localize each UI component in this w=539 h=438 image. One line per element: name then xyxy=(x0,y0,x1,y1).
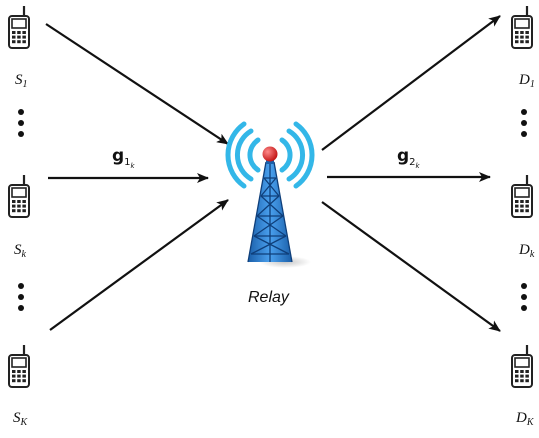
arrow-relay-to-destination-1 xyxy=(321,15,501,151)
source-K-label: SK xyxy=(13,410,29,428)
destination-k-label: Dk xyxy=(518,242,535,260)
arrow-relay-to-destination-K xyxy=(321,201,501,332)
destination-K-label: DK xyxy=(515,410,535,428)
relay-tower-icon xyxy=(225,121,315,268)
relay-label: Relay xyxy=(248,289,290,306)
destination-1-label: D1 xyxy=(518,72,535,90)
mobile-phone-icon xyxy=(7,343,31,389)
source-1-label: S1 xyxy=(15,72,28,90)
mobile-phone-icon xyxy=(510,343,534,389)
vertical-ellipsis xyxy=(521,283,527,311)
mobile-phone-icon xyxy=(510,173,534,219)
vertical-ellipsis xyxy=(521,109,527,137)
channel-label-g2: g2k xyxy=(397,146,421,170)
mobile-phone-icon xyxy=(7,4,31,50)
arrow-source-K-to-relay xyxy=(49,199,229,331)
vertical-ellipsis xyxy=(18,109,24,137)
arrow-source-1-to-relay xyxy=(45,23,229,145)
vertical-ellipsis xyxy=(18,283,24,311)
mobile-phone-icon xyxy=(7,173,31,219)
mobile-phone-icon xyxy=(510,4,534,50)
source-k-label: Sk xyxy=(14,242,27,260)
channel-label-g1: g1k xyxy=(112,146,136,170)
